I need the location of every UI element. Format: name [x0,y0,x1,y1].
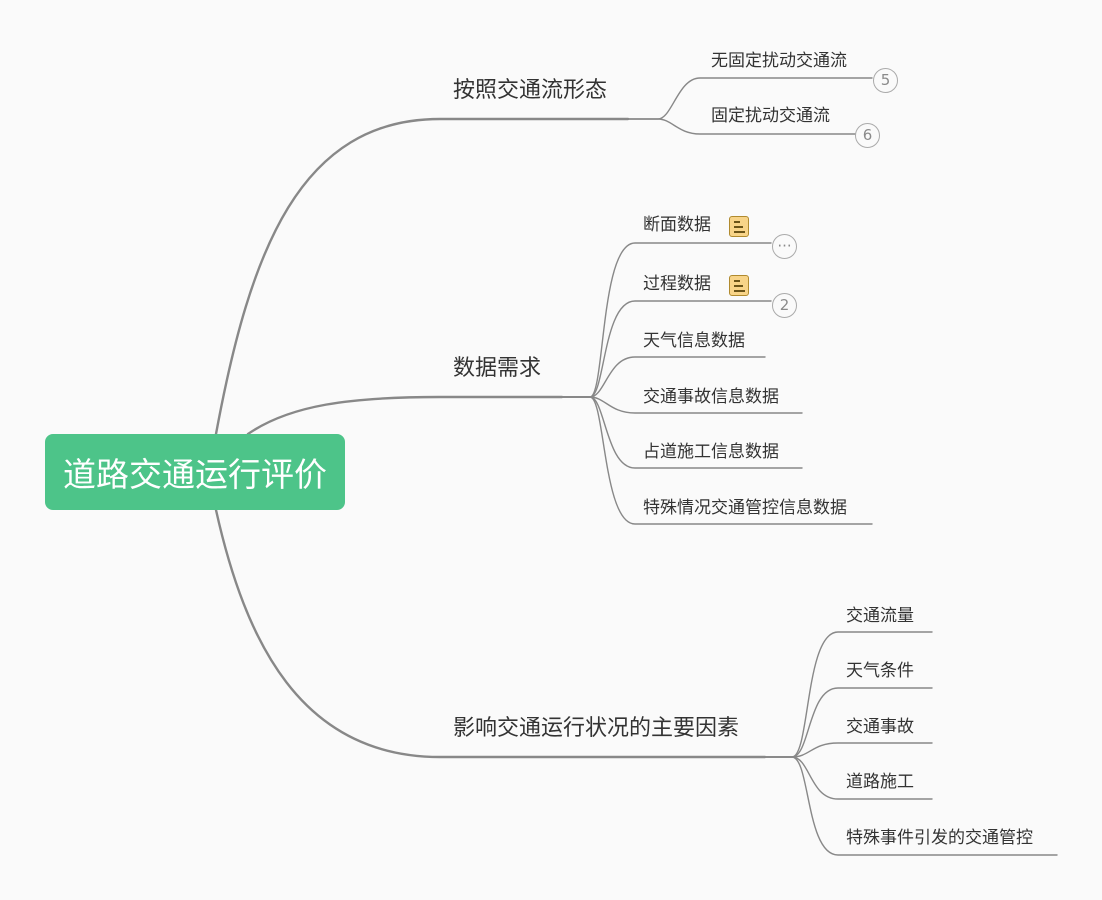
connector-b3-c2 [764,687,933,758]
root-label: 道路交通运行评价 [63,455,327,494]
collapsed-count-badge[interactable]: 2 [772,293,797,318]
node-accident-data[interactable]: 交通事故信息数据 [643,387,779,407]
node-construction-data[interactable]: 占道施工信息数据 [643,442,779,462]
node-interrupted-flow[interactable]: 固定扰动交通流 [711,106,830,126]
node-traffic-accident[interactable]: 交通事故 [846,717,914,737]
connector-b1-c2 [627,118,856,135]
node-traffic-volume[interactable]: 交通流量 [846,606,914,626]
node-weather-conditions[interactable]: 天气条件 [846,661,914,681]
collapsed-count-badge[interactable]: 5 [873,68,898,93]
connector-b2-c6 [561,396,873,525]
node-special-control-data[interactable]: 特殊情况交通管控信息数据 [643,498,847,518]
node-process-data[interactable]: 过程数据 [643,274,711,294]
branch-node-main-factors[interactable]: 影响交通运行状况的主要因素 [453,716,740,741]
connector-b2-c1 [561,242,772,398]
badge-count: ··· [777,237,792,255]
note-icon[interactable] [729,216,749,237]
node-road-construction[interactable]: 道路施工 [846,772,914,792]
node-uninterrupted-flow[interactable]: 无固定扰动交通流 [711,51,847,71]
badge-count: 6 [862,126,873,144]
connector-root-branch-3 [214,508,767,759]
connector-b2-c2 [561,300,772,398]
note-icon[interactable] [729,275,749,296]
branch-node-data-requirements[interactable]: 数据需求 [453,356,542,381]
connector-root-branch-1 [214,117,630,436]
root-node[interactable]: 道路交通运行评价 [45,434,345,510]
collapsed-count-badge[interactable]: 6 [855,123,880,148]
connector-b3-c1 [764,631,933,758]
badge-count: 2 [779,296,790,314]
node-weather-data[interactable]: 天气信息数据 [643,331,745,351]
badge-count: 5 [880,71,891,89]
connector-b3-c5 [764,756,1058,856]
node-section-data[interactable]: 断面数据 [643,215,711,235]
branch-node-traffic-flow-form[interactable]: 按照交通流形态 [453,78,608,103]
node-special-event-control[interactable]: 特殊事件引发的交通管控 [846,828,1033,848]
connector-root-branch-2 [246,395,564,436]
connector-b3-c3 [764,742,933,758]
collapsed-more-badge[interactable]: ··· [772,234,797,259]
